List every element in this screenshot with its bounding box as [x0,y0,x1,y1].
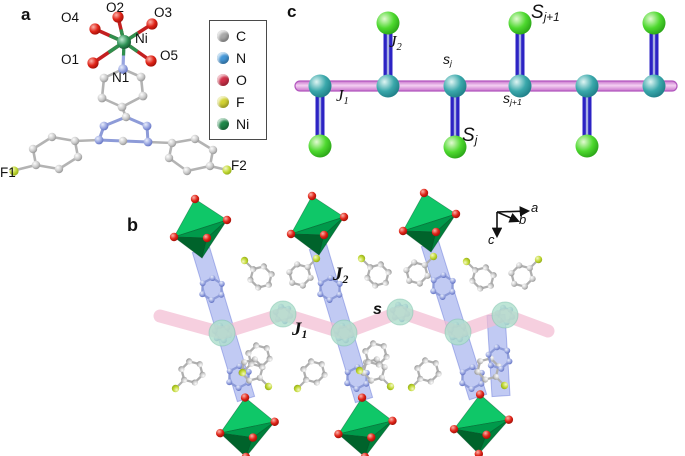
oxygen-color-dot [217,74,229,86]
o-atom [89,23,101,35]
atom-label-o4: O4 [61,10,80,25]
fluorine-color-dot [217,96,229,108]
legend-symbol: F [236,94,245,110]
j2-coupling-label-c: J2 [389,32,402,53]
atom-label-f1: F1 [0,165,16,180]
legend-symbol: C [236,28,247,44]
axis-b-label: b [519,212,527,227]
axis-b-arrow [496,211,520,223]
legend-item: F [217,94,266,110]
atom-label-o5: O5 [160,48,179,63]
crystal-axes [491,206,531,239]
fluorophenyl-ring [463,258,497,292]
fluorophenyl-right [147,137,228,173]
fluorophenyl-left [15,135,100,172]
fluorophenyl-ring [294,358,328,392]
legend-symbol: O [236,72,247,88]
panel-c-letter: c [287,2,297,21]
fluorophenyl-ring [241,257,275,291]
n-atom [94,135,104,145]
ni-atom [117,35,131,49]
atom-label-o1: O1 [61,52,80,67]
axis-a-label: a [531,200,539,215]
octahedron-bottom [332,392,398,456]
fluorophenyl-ring [408,357,442,391]
carbon-color-dot [217,30,229,42]
spin-Sj-label: Sj [462,125,478,148]
o-atom [145,55,157,67]
fluorophenyl-ring [358,255,392,289]
panel-a-molecule [9,11,232,176]
f-atom [9,166,19,176]
atom-color-legend: C N O F Ni [209,20,267,140]
axis-a-arrow [496,206,531,217]
legend-item: N [217,50,266,66]
site-sj1-label: sj+1 [503,90,522,108]
atom-label-ni: Ni [135,31,148,46]
legend-item: Ni [217,116,266,132]
o-atom [87,57,99,69]
f-atom [222,165,232,175]
j1-chain-bar [294,80,678,92]
fluorophenyl-ring [172,358,206,392]
spin-Sj1-label: Sj+1 [531,2,560,25]
octahedron-bottom [446,387,516,456]
o-atom [112,11,124,23]
fluorophenyl-ring [286,255,320,289]
site-sj-label: sj [443,51,452,69]
legend-item: C [217,28,266,44]
panel-b-structure [153,188,555,456]
spin-s-label-b: s [373,301,382,318]
shifted-spin-spheres [308,11,666,159]
j1-coupling-label-c: J1 [336,86,349,107]
chain-spin-spheres [308,74,666,98]
n-atom [118,64,128,74]
atom-label-n1: N1 [112,70,130,85]
j2-bonds [315,23,659,147]
j2-coupling-label-b: J2 [333,264,349,287]
nickel-color-dot [217,118,229,130]
octahedron-bottom [213,391,281,456]
j1-coupling-label-b: J1 [292,319,308,342]
o-atom [146,18,158,30]
panel-c-spin-chain [294,11,678,159]
spin-node-circles [208,298,519,347]
panel-a-letter: a [21,5,31,24]
legend-item: O [217,72,266,88]
n-atom [99,121,109,131]
n-atom [142,121,152,131]
n-atom [143,137,153,147]
octahedron-top [169,194,232,259]
axis-c-label: c [488,232,495,247]
molecule-atoms [9,11,232,176]
fluorophenyl-ring [508,256,542,290]
atom-label-f2: F2 [231,158,247,173]
atom-label-o3: O3 [154,5,173,20]
legend-symbol: N [236,50,247,66]
nitrogen-color-dot [217,52,229,64]
panel-b-letter: b [127,215,138,235]
octahedron-top [286,191,349,256]
atom-label-o2: O2 [106,0,125,15]
octahedron-top [398,188,461,253]
legend-symbol: Ni [236,116,250,132]
